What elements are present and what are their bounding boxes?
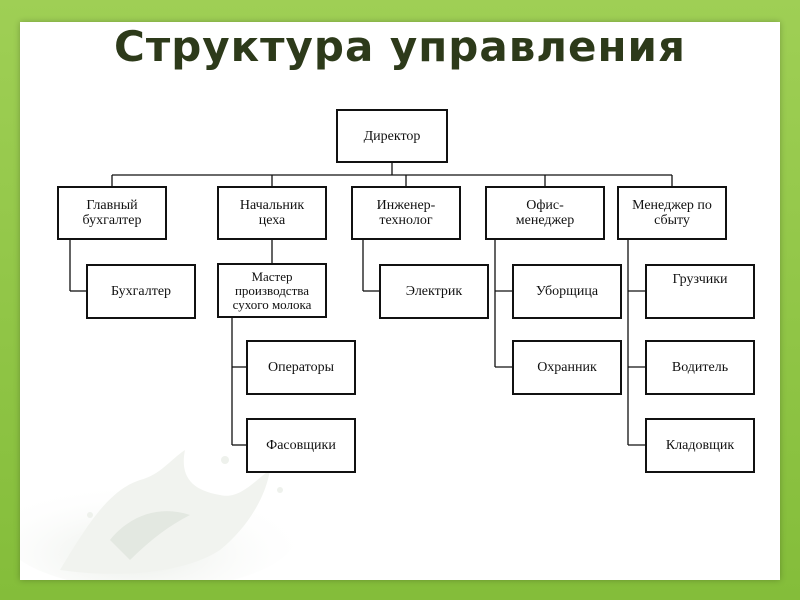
milk-splash-decoration xyxy=(20,447,300,580)
org-node-driver: Водитель xyxy=(645,340,755,395)
org-node-operators: Операторы xyxy=(246,340,356,395)
org-node-cleaner: Уборщица xyxy=(512,264,622,319)
org-node-process-engineer: Инженер- технолог xyxy=(351,186,461,240)
org-node-accountant: Бухгалтер xyxy=(86,264,196,319)
org-node-packers: Фасовщики xyxy=(246,418,356,473)
org-node-shop-chief: Начальник цеха xyxy=(217,186,327,240)
org-node-sales-manager: Менеджер по сбыту xyxy=(617,186,727,240)
org-node-production-master: Мастер производства сухого молока xyxy=(217,263,327,318)
org-node-office-manager: Офис- менеджер xyxy=(485,186,605,240)
org-node-storekeeper: Кладовщик xyxy=(645,418,755,473)
org-node-chief-accountant: Главный бухгалтер xyxy=(57,186,167,240)
org-node-guard: Охранник xyxy=(512,340,622,395)
slide-title: Структура управления xyxy=(114,22,686,71)
org-node-director: Директор xyxy=(336,109,448,163)
org-node-loaders: Грузчики xyxy=(645,264,755,319)
org-node-electrician: Электрик xyxy=(379,264,489,319)
